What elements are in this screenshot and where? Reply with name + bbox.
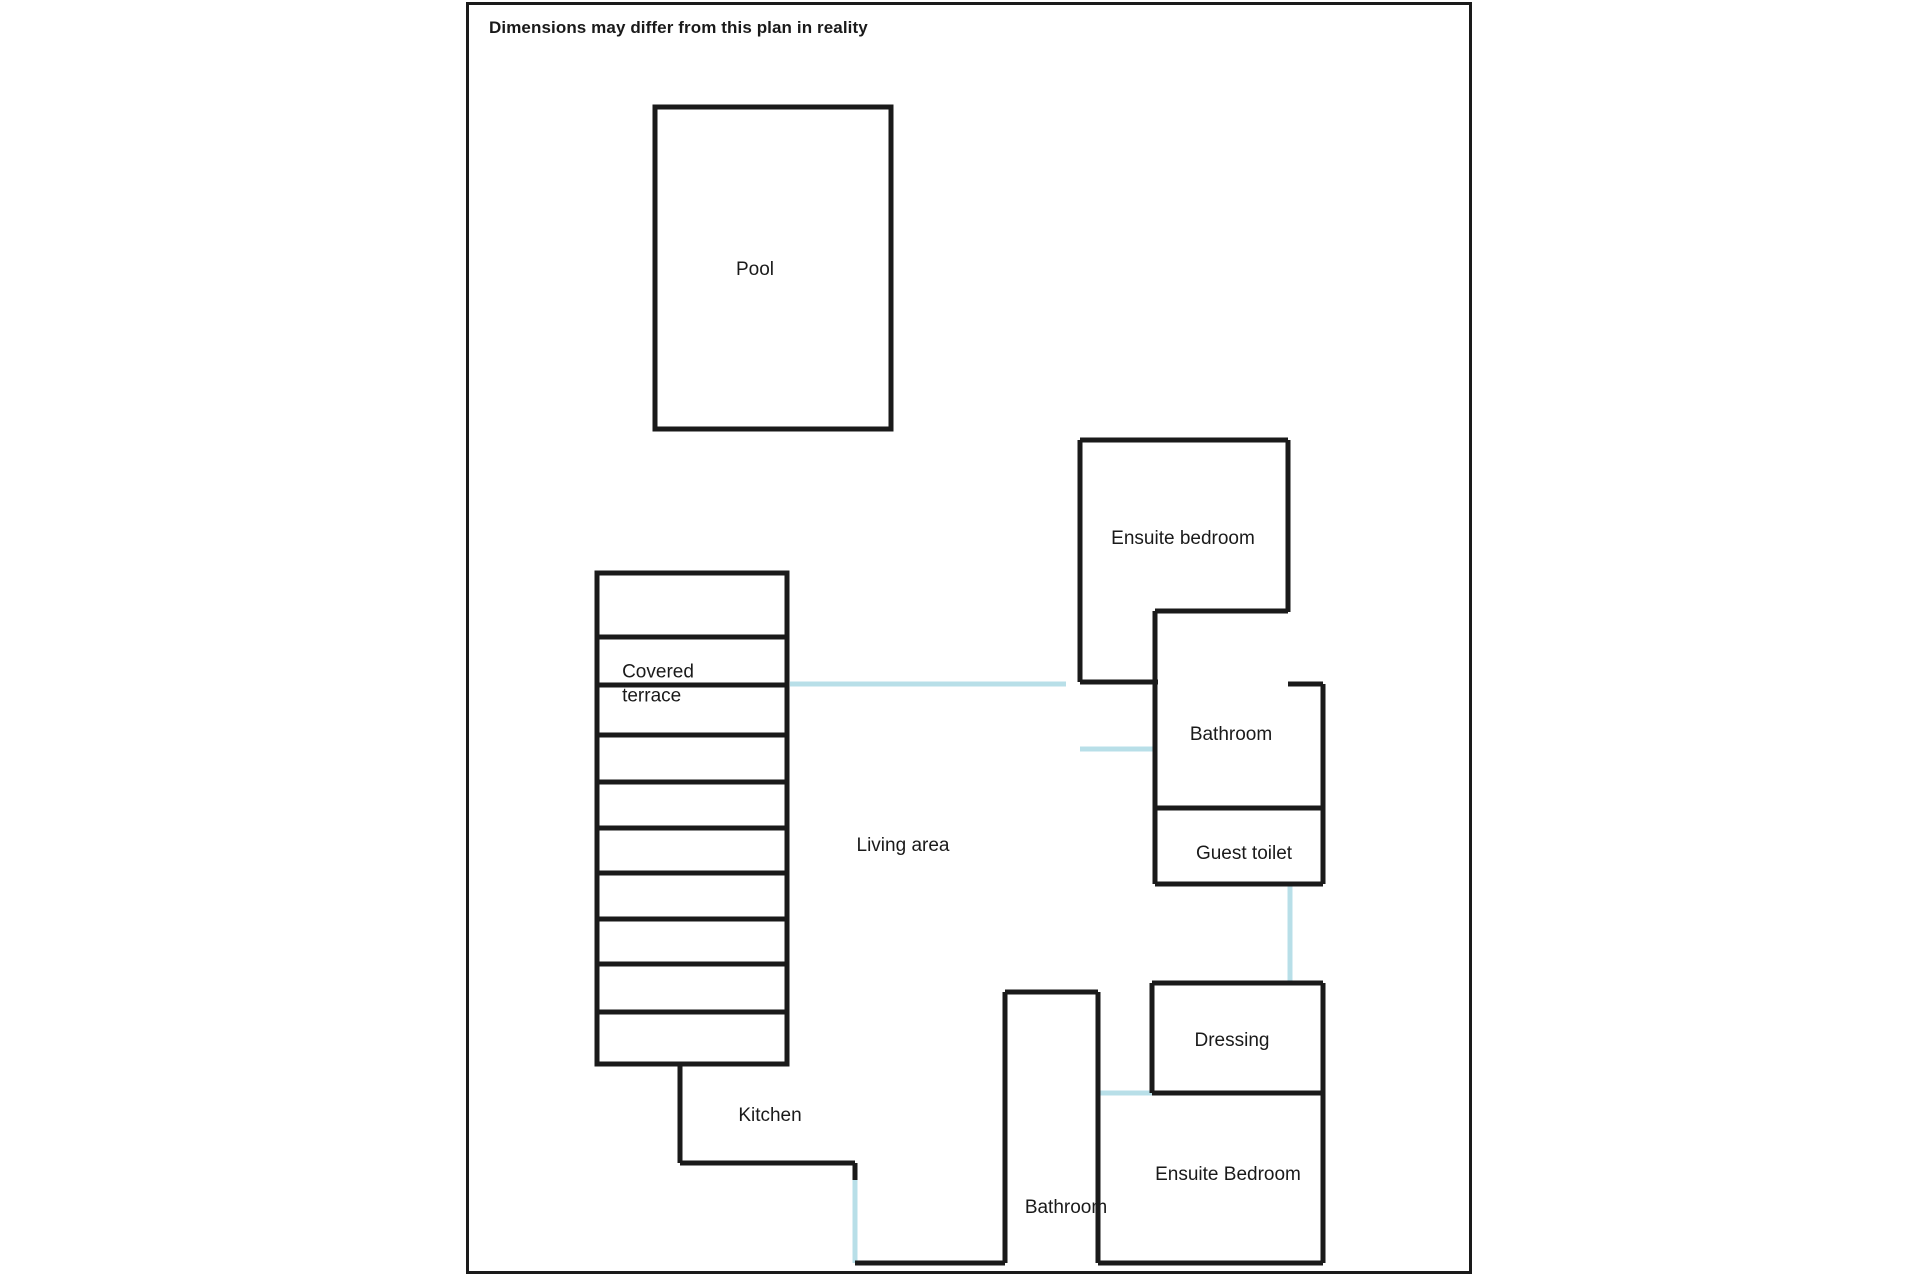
pool-outline	[652, 104, 894, 432]
page-title: Dimensions may differ from this plan in …	[489, 18, 868, 37]
wall-layer	[594, 104, 1326, 1266]
room-label-ensuite-bedroom-lower: Ensuite Bedroom	[1155, 1164, 1301, 1185]
room-label-dressing: Dressing	[1194, 1030, 1270, 1051]
room-label-bathroom-upper: Bathroom	[1189, 724, 1273, 745]
room-label-pool: Pool	[735, 259, 775, 280]
room-label-kitchen: Kitchen	[738, 1105, 802, 1126]
room-label-bathroom-lower: Bathroom	[1024, 1197, 1108, 1218]
room-label-covered-terrace-line2: terrace	[622, 685, 682, 706]
room-label-guest-toilet: Guest toilet	[1195, 843, 1293, 864]
room-label-ensuite-bedroom-upper: Ensuite bedroom	[1111, 528, 1255, 549]
terrace-outline	[594, 570, 790, 1067]
room-label-living-area: Living area	[856, 835, 950, 856]
room-label-covered-terrace-line1: Covered	[622, 661, 694, 683]
